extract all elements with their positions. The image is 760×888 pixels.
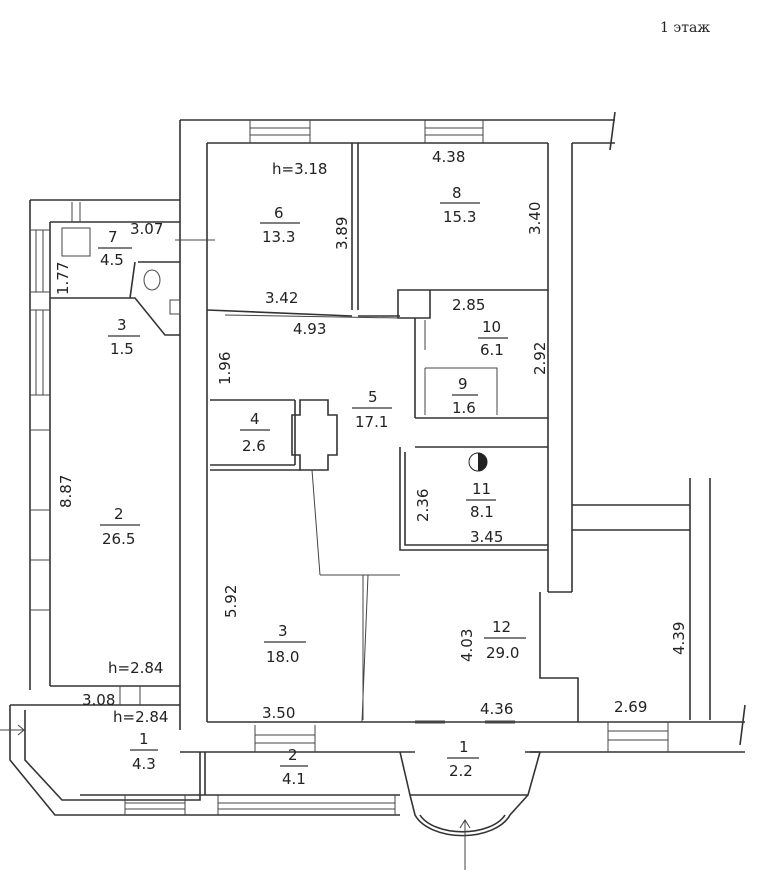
room-area: 2.2 <box>449 762 473 780</box>
room-number: 1 <box>459 738 469 756</box>
room-area: 26.5 <box>102 530 135 548</box>
room-area: 13.3 <box>262 228 295 246</box>
dim-label: 4.39 <box>670 622 688 655</box>
dim-label: 3.42 <box>265 289 298 307</box>
height-label: h=2.84 <box>113 708 168 726</box>
room-area: 4.1 <box>282 770 306 788</box>
dim-label: 3.50 <box>262 704 295 722</box>
room-number: 2 <box>114 505 124 523</box>
dim-label: 3.89 <box>333 217 351 250</box>
room-number: 9 <box>458 375 468 393</box>
room-number: 4 <box>250 410 260 428</box>
dim-label: 2.85 <box>452 296 485 314</box>
room-number: 2 <box>288 746 298 764</box>
room-number: 5 <box>368 388 378 406</box>
room-area: 1.6 <box>452 399 476 417</box>
room-area: 8.1 <box>470 503 494 521</box>
room-number: 6 <box>274 204 284 222</box>
dim-label: 1.77 <box>54 262 72 295</box>
room-number: 3 <box>278 622 288 640</box>
room-area: 29.0 <box>486 644 519 662</box>
dim-label: 2.92 <box>531 342 549 375</box>
dim-label: 3.45 <box>470 528 503 546</box>
dim-label: 4.93 <box>293 320 326 338</box>
room-area: 1.5 <box>110 340 134 358</box>
dim-label: 4.36 <box>480 700 513 718</box>
room-number: 1 <box>139 730 149 748</box>
dim-label: 3.40 <box>526 202 544 235</box>
room-area: 17.1 <box>355 413 388 431</box>
room-number: 8 <box>452 184 462 202</box>
room-labels: h=3.18 4.38 8 15.3 6 13.3 7 4.5 3.07 3 1… <box>82 148 647 788</box>
room-area: 4.5 <box>100 251 124 269</box>
room-area: 4.3 <box>132 755 156 773</box>
room-area: 6.1 <box>480 341 504 359</box>
room-number: 12 <box>492 618 511 636</box>
room-area: 15.3 <box>443 208 476 226</box>
room-number: 11 <box>472 480 491 498</box>
room-number: 3 <box>117 316 127 334</box>
room-area: 18.0 <box>266 648 299 666</box>
dim-label: 8.87 <box>57 475 75 508</box>
vertical-dimensions: 3.40 3.89 1.77 1.96 2.92 2.36 8.87 5.92 … <box>54 202 688 662</box>
walls <box>0 111 746 870</box>
room-number: 7 <box>108 228 118 246</box>
height-label: h=3.18 <box>272 160 327 178</box>
dim-label: 4.38 <box>432 148 465 166</box>
dim-label: 3.08 <box>82 691 115 709</box>
dim-label: 3.07 <box>130 220 163 238</box>
dim-label: 2.69 <box>614 698 647 716</box>
dim-label: 1.96 <box>216 352 234 385</box>
height-label: h=2.84 <box>108 659 163 677</box>
dim-label: 2.36 <box>414 489 432 522</box>
dim-label: 4.03 <box>458 629 476 662</box>
dim-label: 5.92 <box>222 585 240 618</box>
room-number: 10 <box>482 318 501 336</box>
room-area: 2.6 <box>242 437 266 455</box>
floor-label: 1 этаж <box>660 20 710 36</box>
